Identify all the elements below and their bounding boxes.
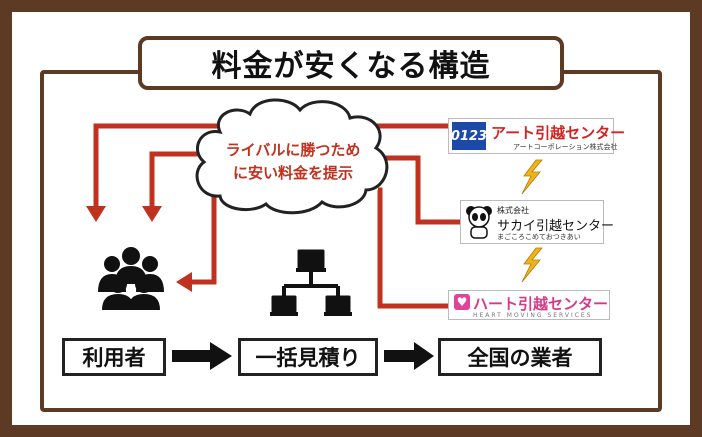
arrowhead-3 — [176, 272, 192, 292]
cloud-line-1: ライバルに勝つため — [225, 141, 361, 159]
network-icon — [270, 249, 352, 316]
users-icon — [98, 247, 164, 310]
heart-icon: ♥ — [454, 294, 470, 310]
company-line-2 — [378, 155, 460, 225]
stage-nationwide-companies: 全国の業者 — [438, 338, 602, 376]
company-heart: ♥ ハート引越センター HEART MOVING SERVICES — [448, 290, 610, 320]
stage-users: 利用者 — [62, 338, 166, 376]
cloud-shape — [195, 98, 389, 215]
panda-icon — [466, 206, 492, 239]
cloud-line-2: に安い料金を提示 — [232, 164, 353, 182]
company-art: 0123 アート引越センター アートコーポレーション株式会社 — [448, 118, 625, 154]
cloud-label: ライバルに勝つため に安い料金を提示 — [208, 139, 378, 185]
company-name: サカイ引越センター — [497, 219, 615, 234]
art-logo-icon: 0123 — [451, 122, 487, 150]
arrowhead-1 — [86, 206, 106, 222]
page-title: 料金が安くなる構造 — [138, 36, 564, 90]
stage-bulk-estimate: 一括見積り — [238, 338, 378, 376]
price-arrow-3 — [190, 190, 217, 285]
company-sakai: 株式会社 サカイ引越センター まごころこめておつきあい — [460, 200, 614, 244]
flow-arrow-2 — [384, 342, 434, 370]
company-line-3 — [377, 187, 448, 309]
price-arrow-2 — [149, 151, 200, 208]
company-subtitle: アートコーポレーション株式会社 — [513, 143, 618, 151]
company-prefix: 株式会社 — [497, 206, 529, 215]
flow-arrow-1 — [172, 342, 232, 370]
company-subtitle: まごころこめておつきあい — [497, 233, 581, 241]
company-name: アート引越センター — [491, 124, 626, 142]
company-name: ハート引越センター — [473, 295, 609, 313]
lightning-icon — [521, 159, 543, 283]
company-subtitle: HEART MOVING SERVICES — [473, 312, 593, 319]
arrowhead-2 — [142, 206, 162, 222]
